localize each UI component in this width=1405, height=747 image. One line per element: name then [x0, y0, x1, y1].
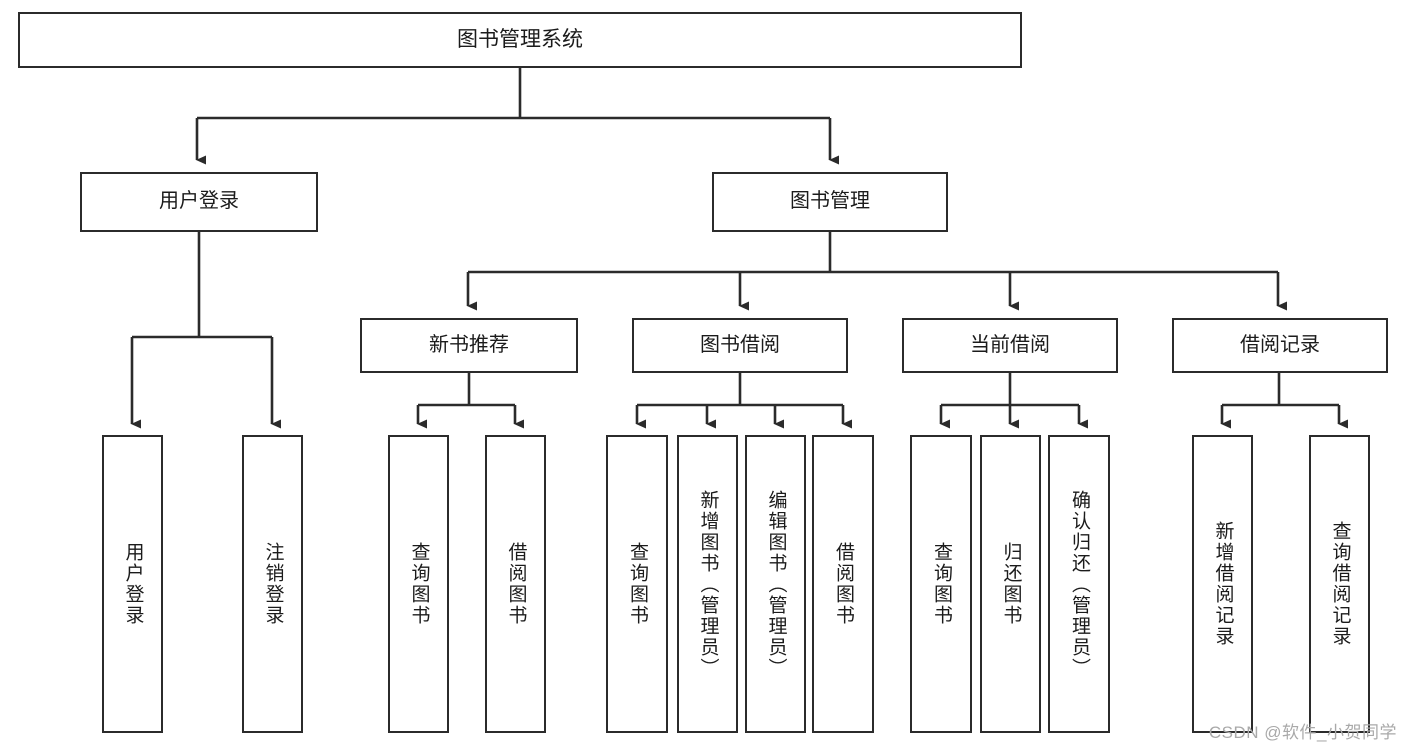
node-label: 图书借阅	[700, 333, 780, 356]
node-label: 图书管理系统	[457, 27, 583, 51]
watermark-text: CSDN @软件_小贺同学	[1208, 723, 1397, 742]
node-label: 新增借阅记录	[1212, 521, 1234, 647]
node-label: 查询图书	[626, 542, 648, 626]
leaf-borrow-edit-book-admin[interactable]: 编辑图书（管理员）	[745, 435, 806, 733]
leaf-borrow-borrow-book[interactable]: 借阅图书	[812, 435, 874, 733]
node-book-management[interactable]: 图书管理	[712, 172, 948, 232]
node-label: 用户登录	[159, 190, 239, 213]
node-label: 查询图书	[930, 542, 952, 626]
node-root-system[interactable]: 图书管理系统	[18, 12, 1022, 68]
leaf-recommend-borrow-book[interactable]: 借阅图书	[485, 435, 546, 733]
node-label: 借阅记录	[1240, 333, 1320, 356]
leaf-record-add-record[interactable]: 新增借阅记录	[1192, 435, 1253, 733]
node-label: 查询图书	[408, 542, 430, 626]
leaf-current-confirm-return-admin[interactable]: 确认归还（管理员）	[1048, 435, 1110, 733]
leaf-current-return-book[interactable]: 归还图书	[980, 435, 1041, 733]
node-user-login[interactable]: 用户登录	[80, 172, 318, 232]
node-label: 新书推荐	[429, 333, 509, 356]
node-label: 借阅图书	[832, 542, 854, 626]
node-label: 查询借阅记录	[1329, 521, 1351, 647]
node-label: 新增图书（管理员）	[697, 489, 719, 679]
node-new-book-recommend[interactable]: 新书推荐	[360, 318, 578, 373]
leaf-recommend-query-book[interactable]: 查询图书	[388, 435, 449, 733]
node-current-borrow[interactable]: 当前借阅	[902, 318, 1118, 373]
node-label: 当前借阅	[970, 333, 1050, 356]
node-label: 图书管理	[790, 190, 870, 213]
node-book-borrow[interactable]: 图书借阅	[632, 318, 848, 373]
leaf-record-query-record[interactable]: 查询借阅记录	[1309, 435, 1370, 733]
node-label: 注销登录	[262, 542, 284, 626]
node-label: 用户登录	[122, 542, 144, 626]
leaf-user-login-login[interactable]: 用户登录	[102, 435, 163, 733]
node-borrow-record[interactable]: 借阅记录	[1172, 318, 1388, 373]
node-label: 编辑图书（管理员）	[765, 489, 787, 679]
node-label: 归还图书	[1000, 542, 1022, 626]
node-label: 借阅图书	[505, 542, 527, 626]
leaf-borrow-query-book[interactable]: 查询图书	[606, 435, 668, 733]
node-label: 确认归还（管理员）	[1068, 489, 1090, 679]
leaf-borrow-add-book-admin[interactable]: 新增图书（管理员）	[677, 435, 738, 733]
leaf-current-query-book[interactable]: 查询图书	[910, 435, 972, 733]
leaf-user-login-logout[interactable]: 注销登录	[242, 435, 303, 733]
